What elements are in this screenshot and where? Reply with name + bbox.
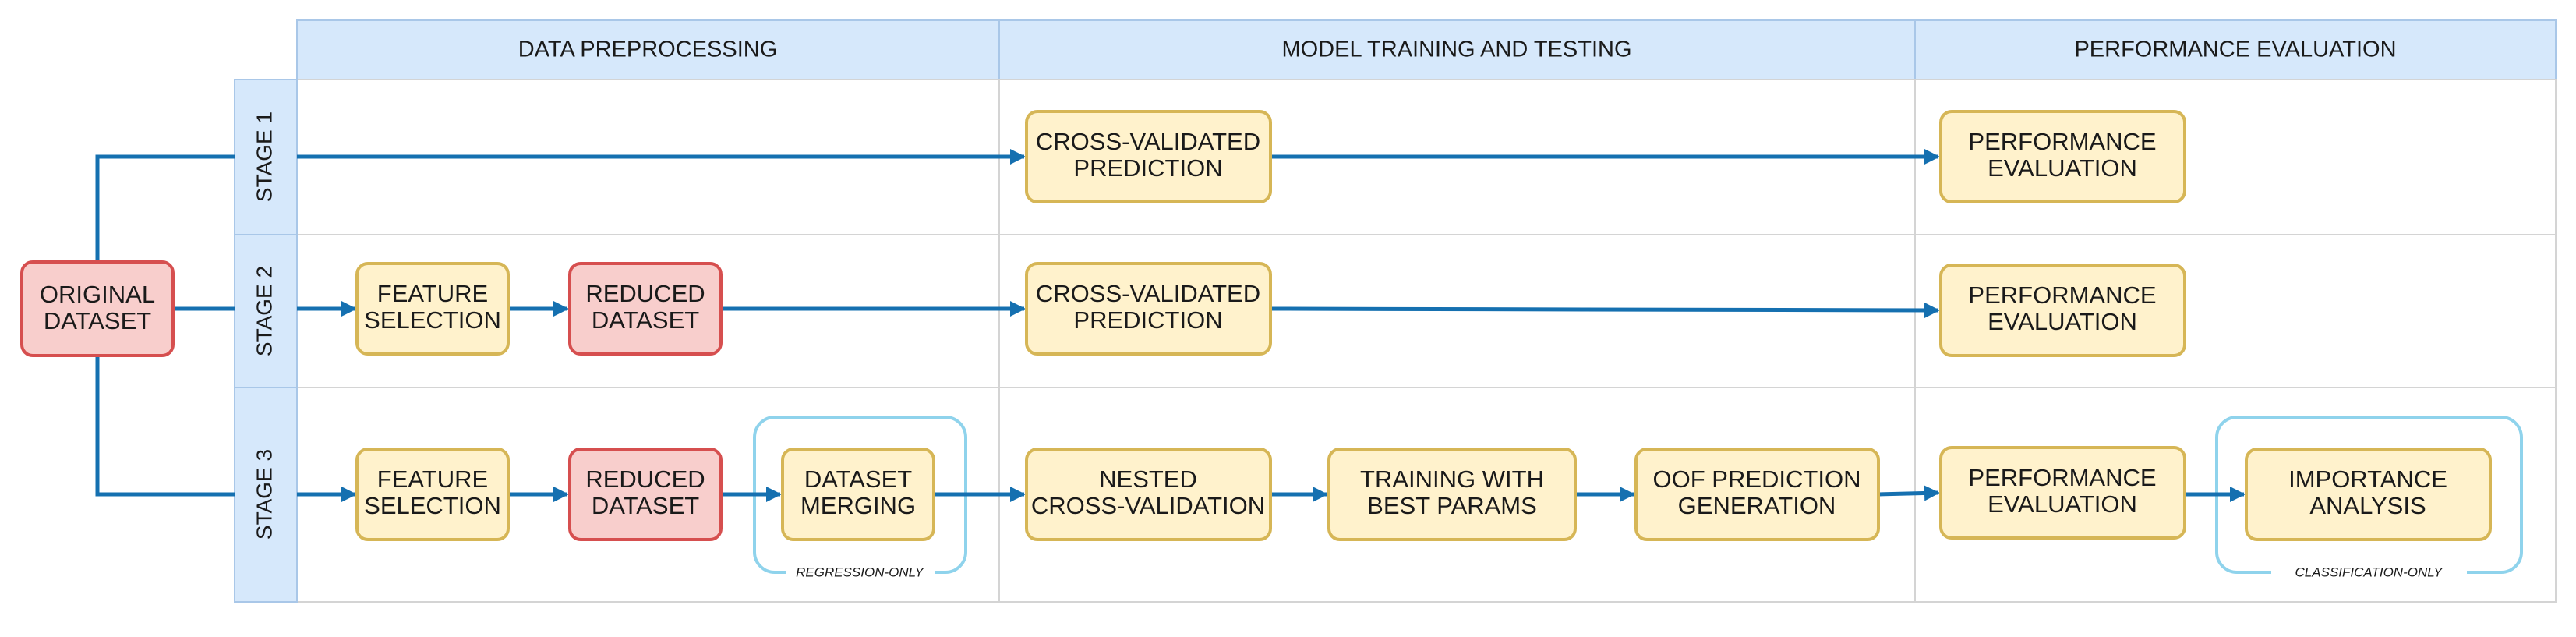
column-header-evaluation (1914, 19, 2557, 80)
node-s2-reduced-dataset-line-2: DATASET (592, 306, 699, 334)
node-s3-training-with-best-params-line-2: BEST PARAMS (1367, 492, 1537, 519)
node-s3-oof-prediction-generation-line-1: OOF PREDICTION (1653, 465, 1861, 493)
node-s3-reduced-dataset (568, 448, 723, 541)
node-s3-dataset-merging (781, 448, 935, 541)
node-s3-reduced-dataset-line-1: REDUCED (585, 465, 705, 493)
node-original-dataset-line-1: ORIGINAL (40, 281, 155, 308)
node-s1-performance-evaluation-line-1: PERFORMANCE (1968, 128, 2156, 155)
edges (95, 149, 2246, 502)
node-s3-oof-prediction-generation (1634, 448, 1880, 541)
edge-s2-cv-to-eval (1270, 302, 1940, 318)
node-s2-reduced-dataset-line-1: REDUCED (585, 280, 705, 307)
edge-original-to-stage-3 (95, 356, 235, 497)
node-original-dataset-line-2: DATASET (44, 307, 151, 334)
node-s3-training-with-best-params-line-1: TRAINING WITH (1360, 465, 1544, 493)
node-s1-performance-evaluation (1939, 110, 2186, 203)
node-s3-dataset-merging-line-1: DATASET (804, 465, 912, 493)
column-header-training-label: MODEL TRAINING AND TESTING (1281, 37, 1631, 62)
node-s2-reduced-dataset (568, 262, 723, 356)
node-s2-performance-evaluation-line-2: EVALUATION (1988, 308, 2137, 335)
stage-3-label: STAGE 3 (252, 449, 276, 540)
classification-only-gap (2271, 564, 2467, 580)
node-s2-feature-selection-line-1: FEATURE (377, 280, 488, 307)
node-s2-cross-validated-prediction-line-1: CROSS-VALIDATED (1036, 280, 1260, 307)
stage-2-header (234, 234, 298, 388)
column-header-training (998, 19, 1916, 80)
node-s3-oof-prediction-generation-line-2: GENERATION (1678, 492, 1836, 519)
node-s3-feature-selection-line-2: SELECTION (364, 492, 501, 519)
nodes: ORIGINAL DATASET CROSS-VALIDATED PREDICT… (20, 110, 2492, 541)
node-s3-performance-evaluation-line-1: PERFORMANCE (1968, 464, 2156, 491)
node-s2-cross-validated-prediction (1025, 262, 1272, 356)
node-s1-cross-validated-prediction (1025, 110, 1272, 203)
node-s2-performance-evaluation-line-1: PERFORMANCE (1968, 281, 2156, 309)
stage-2-label: STAGE 2 (252, 266, 276, 356)
column-header-row: DATA PREPROCESSING MODEL TRAINING AND TE… (296, 19, 2557, 80)
column-header-evaluation-label: PERFORMANCE EVALUATION (2074, 37, 2396, 62)
node-s1-performance-evaluation-line-2: EVALUATION (1988, 154, 2137, 182)
regression-only-gap (786, 564, 935, 580)
node-s3-nested-cross-validation-line-2: CROSS-VALIDATION (1031, 492, 1265, 519)
node-s1-cross-validated-prediction-line-1: CROSS-VALIDATED (1036, 128, 1260, 155)
node-s3-importance-analysis-line-2: ANALYSIS (2309, 492, 2426, 519)
edge-original-to-stage-1 (95, 154, 235, 262)
node-s3-performance-evaluation-line-2: EVALUATION (1988, 490, 2137, 518)
node-s3-nested-cross-validation-line-1: NESTED (1099, 465, 1197, 493)
node-s2-performance-evaluation (1939, 264, 2186, 357)
node-s2-feature-selection-line-2: SELECTION (364, 306, 501, 334)
column-header-preprocessing (296, 19, 1000, 80)
regression-only-note: REGRESSION-ONLY (796, 564, 924, 579)
node-s3-performance-evaluation (1939, 446, 2186, 540)
node-s3-training-with-best-params (1327, 448, 1577, 541)
node-s3-dataset-merging-line-2: MERGING (800, 492, 916, 519)
stage-labels: STAGE 1 STAGE 2 STAGE 3 (234, 79, 298, 603)
column-header-preprocessing-label: DATA PREPROCESSING (518, 37, 778, 62)
classification-only-note: CLASSIFICATION-ONLY (2295, 564, 2444, 579)
node-s2-feature-selection (355, 262, 510, 356)
node-s3-reduced-dataset-line-2: DATASET (592, 492, 699, 519)
node-s3-nested-cross-validation (1025, 448, 1272, 541)
node-s3-importance-analysis-line-1: IMPORTANCE (2288, 465, 2447, 493)
node-s3-feature-selection-line-1: FEATURE (377, 465, 488, 493)
node-s3-feature-selection (355, 448, 510, 541)
edge-s3-oof-to-eval (1878, 485, 1940, 501)
node-s3-importance-analysis (2245, 448, 2492, 541)
stage-1-label: STAGE 1 (252, 111, 276, 202)
node-s1-cross-validated-prediction-line-2: PREDICTION (1073, 154, 1222, 182)
node-original-dataset (20, 260, 175, 357)
node-s2-cross-validated-prediction-line-2: PREDICTION (1073, 306, 1222, 334)
